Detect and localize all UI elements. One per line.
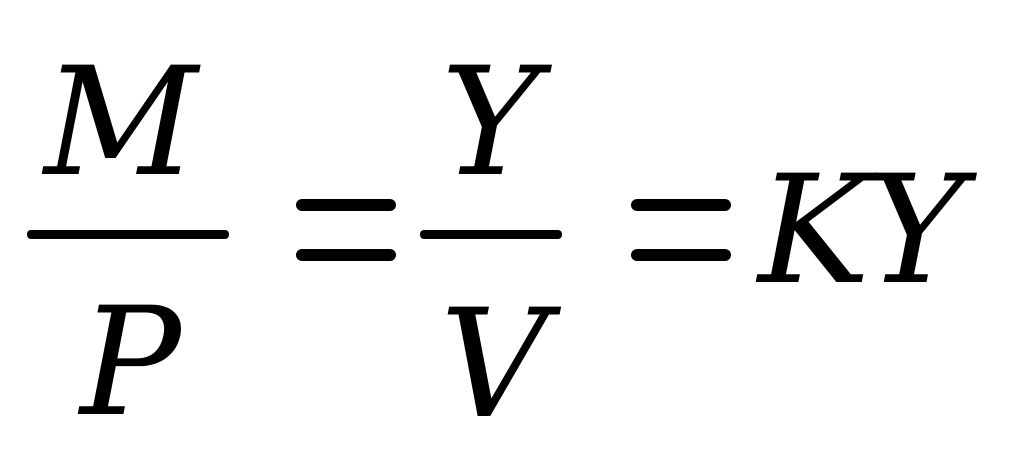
equals-line-top: [296, 199, 396, 211]
fraction-bar-2: [420, 230, 562, 239]
numerator-y: Y: [441, 36, 541, 210]
fraction-bar-1: [27, 230, 229, 239]
denominator-p: P: [80, 276, 181, 450]
equals-line-bottom: [631, 249, 731, 261]
equals-line-bottom: [296, 249, 396, 261]
numerator-m: M: [44, 36, 198, 210]
rhs-ky: KY: [758, 144, 966, 318]
equals-line-top: [631, 199, 731, 211]
denominator-v: V: [440, 278, 549, 452]
